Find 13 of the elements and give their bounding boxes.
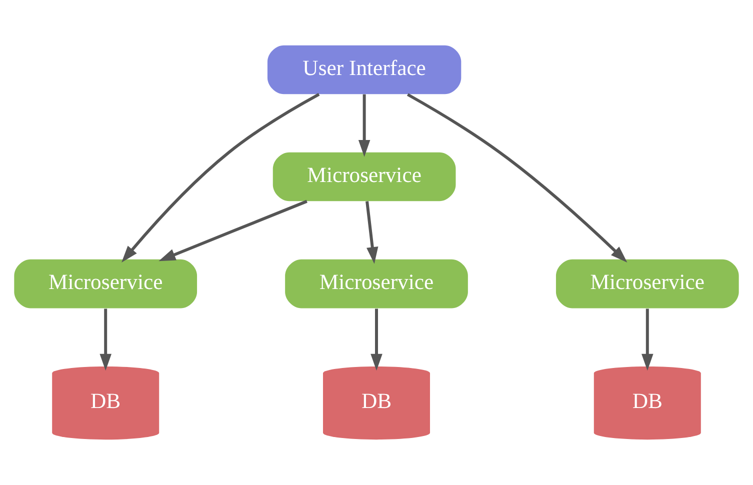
arrow [642,308,654,371]
arrow [100,308,112,371]
arrow [358,94,370,157]
node-box: Microservice [14,259,198,308]
node-box: User Interface [267,45,462,94]
arrow [158,200,308,262]
arrow [122,92,320,262]
node-box: Microservice [556,259,739,308]
arrow [370,308,382,371]
arrow [406,93,628,263]
node-box: Microservice [285,259,468,308]
arrow [366,201,378,264]
node-box: Microservice [272,152,456,202]
